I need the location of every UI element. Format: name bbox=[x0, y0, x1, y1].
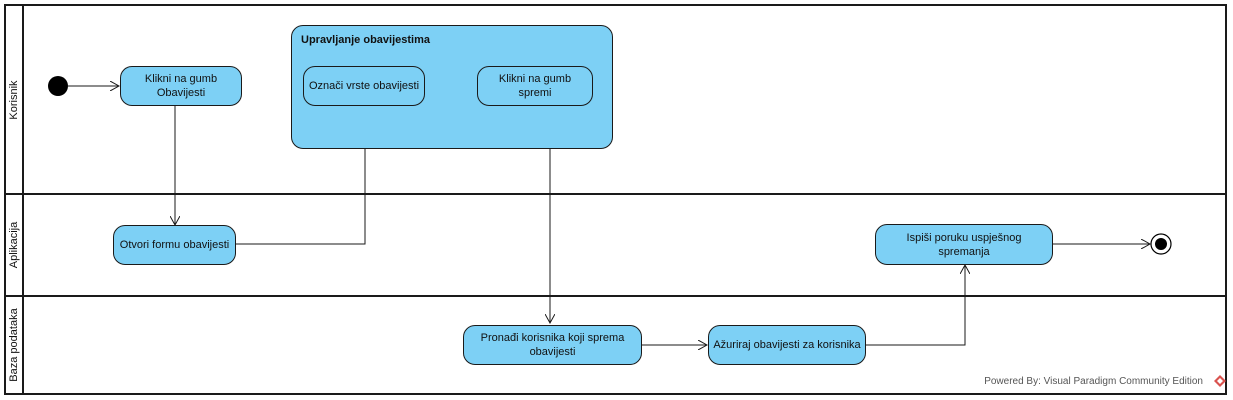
group-title: Upravljanje obavijestima bbox=[301, 34, 430, 46]
activity-label: Klikni na gumb spremi bbox=[498, 73, 572, 99]
visual-paradigm-logo-icon bbox=[1214, 375, 1226, 387]
activity-label: Označi vrste obavijesti bbox=[308, 80, 420, 92]
lane-label-baza-podataka: Baza podataka bbox=[8, 308, 20, 382]
activity-label: Pronađi korisnika koji sprema obavijesti bbox=[480, 332, 625, 358]
activity-pronadi-korisnika: Pronađi korisnika koji sprema obavijesti bbox=[463, 325, 642, 365]
swimlane-frame bbox=[4, 4, 1227, 395]
activity-label: Ispiši poruku uspješnog spremanja bbox=[906, 231, 1022, 258]
lane-label-aplikacija: Aplikacija bbox=[8, 221, 20, 269]
activity-klikni-spremi: Klikni na gumb spremi bbox=[477, 66, 593, 106]
flow-azuriraj-to-ispisi bbox=[866, 265, 965, 346]
lane-label-korisnik: Korisnik bbox=[8, 80, 20, 120]
initial-node bbox=[48, 76, 68, 96]
activity-otvori-formu: Otvori formu obavijesti bbox=[113, 225, 236, 265]
activity-oznaci-vrste: Označi vrste obavijesti bbox=[303, 66, 425, 106]
activity-ispisi-poruku: Ispiši poruku uspješnog spremanja bbox=[875, 224, 1053, 265]
activity-azuriraj: Ažuriraj obavijesti za korisnika bbox=[708, 325, 866, 365]
activity-label: Klikni na gumb Obavijesti bbox=[144, 73, 218, 99]
final-node-inner bbox=[1155, 238, 1167, 250]
activity-klikni-obavijesti: Klikni na gumb Obavijesti bbox=[120, 66, 242, 106]
activity-label: Otvori formu obavijesti bbox=[119, 239, 230, 251]
flow-otvori-to-oznaci bbox=[236, 107, 365, 245]
powered-by-footer: Powered By: Visual Paradigm Community Ed… bbox=[984, 376, 1203, 387]
activity-label: Ažuriraj obavijesti za korisnika bbox=[713, 339, 861, 351]
